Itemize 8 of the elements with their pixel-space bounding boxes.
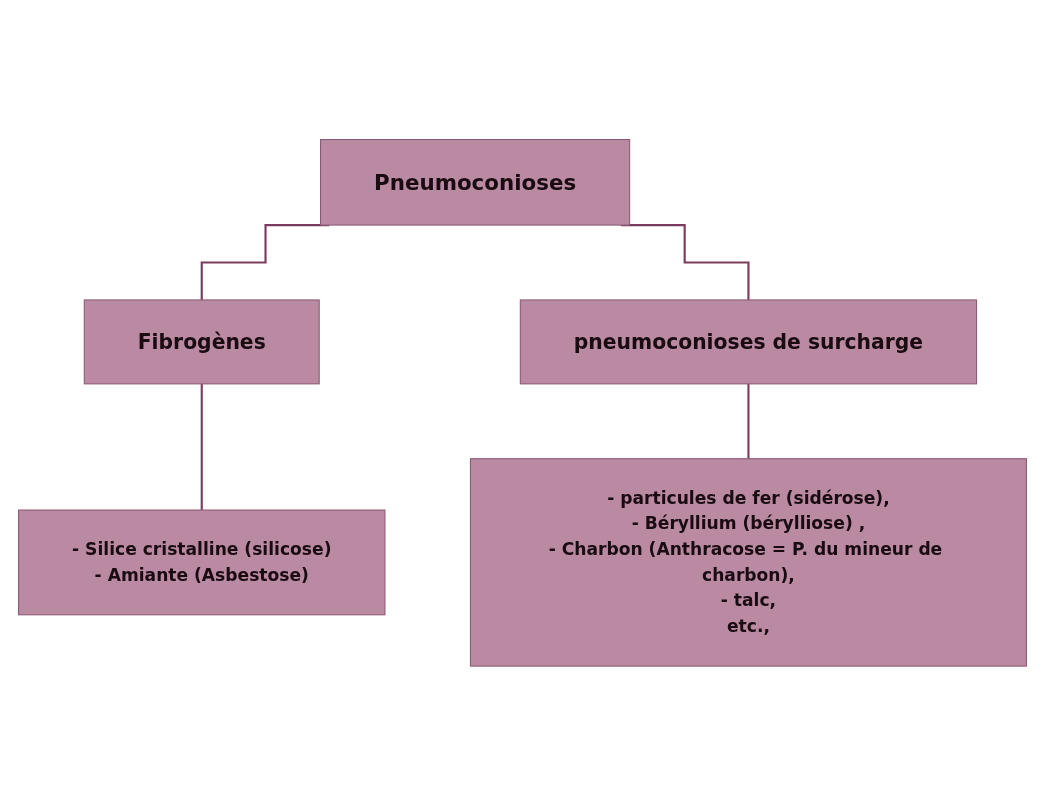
node-box [519,299,978,385]
node-box [320,138,631,226]
connector [747,382,750,460]
connector [200,382,203,511]
hierarchy-diagram: Pneumoconioses Fibrogènes pneumoconioses de surcharge - Silice cristalline (silicose) - Amiante (Asbestose) - particules de fer (sidérose), - Béryllium (bérylliose) , - Charbon (Anthracose = P. du mineur de charbon), - talc, etc., [10,130,1035,675]
node-box [18,509,386,615]
node-box [83,299,320,385]
node-box [469,457,1027,667]
